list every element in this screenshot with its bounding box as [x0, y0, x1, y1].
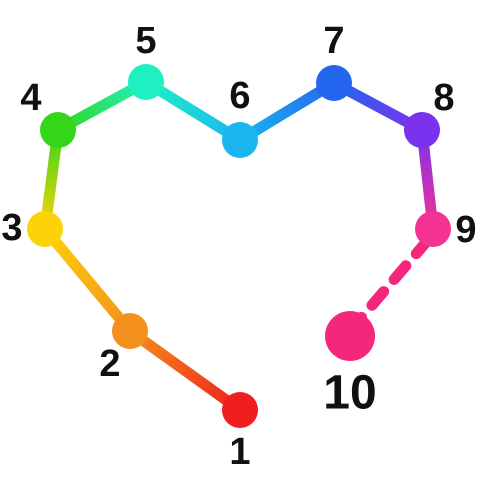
dots: [27, 64, 451, 428]
dot-2[interactable]: [112, 313, 148, 349]
dot-10-number: 10: [323, 367, 376, 420]
line-5-6: [140, 76, 246, 146]
line-2-3: [39, 223, 136, 337]
dot-6-number: 6: [229, 75, 250, 117]
dot-9[interactable]: [415, 211, 451, 247]
dot-1-number: 1: [229, 431, 250, 473]
dot-1[interactable]: [222, 392, 258, 428]
dot-5-number: 5: [135, 20, 156, 62]
dot-3-number: 3: [1, 207, 22, 249]
dot-7[interactable]: [316, 65, 352, 101]
dot-4[interactable]: [40, 112, 76, 148]
dot-5[interactable]: [128, 64, 164, 100]
dot-9-number: 9: [455, 209, 476, 251]
dot-3[interactable]: [27, 211, 63, 247]
dot-8-number: 8: [433, 77, 454, 119]
dot-2-number: 2: [99, 343, 120, 385]
dot-10-next-target[interactable]: [325, 311, 375, 361]
line-6-7: [234, 77, 340, 146]
line-1-2: [124, 325, 246, 416]
line-9-10-dashed: [349, 234, 434, 331]
dot-8[interactable]: [404, 112, 440, 148]
dot-7-number: 7: [323, 20, 344, 62]
dot-4-number: 4: [20, 77, 41, 119]
dot-numbers: 1 2 3 4 5 6 7 8 9 10: [1, 20, 476, 473]
dot-6[interactable]: [222, 122, 258, 158]
